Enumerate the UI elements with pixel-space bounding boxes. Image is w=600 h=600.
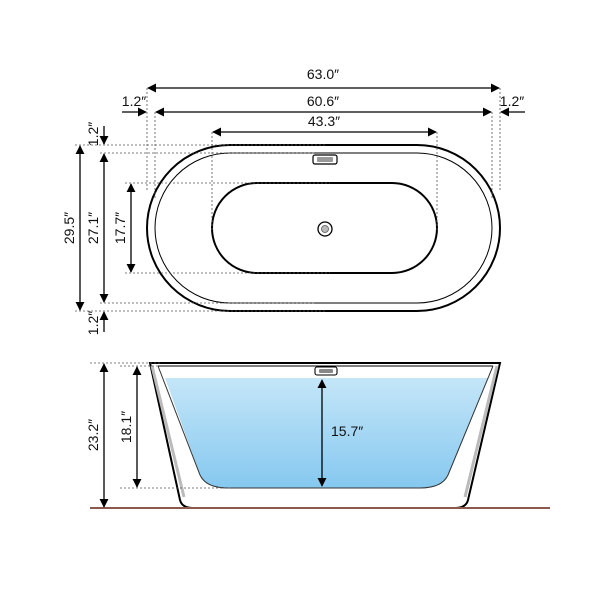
tub-inner-rim (154, 152, 493, 304)
overall-height-label: 23.2″ (85, 419, 101, 451)
overall-width-label: 29.5″ (61, 212, 77, 244)
right-wall-shade (463, 365, 499, 498)
bottom-length-label: 43.3″ (308, 113, 340, 129)
top-view: 63.0″ 60.6″ 1.2″ 1.2″ 43.3″ 29.5″ 27.1″ … (61, 66, 525, 335)
water-depth-label: 15.7″ (331, 423, 363, 439)
water-fill (165, 378, 488, 488)
side-overflow-slot-icon (319, 369, 333, 373)
inner-width-label: 27.1″ (85, 212, 101, 244)
overall-length-label: 63.0″ (307, 66, 339, 82)
inner-length-label: 60.6″ (307, 93, 339, 109)
side-view: 23.2″ 18.1″ 15.7″ (85, 362, 550, 509)
bottom-width-label: 17.7″ (112, 212, 128, 244)
drain-center-icon (321, 225, 329, 233)
overflow-slot-icon (317, 157, 333, 162)
left-wall-shade (150, 365, 186, 498)
interior-depth-label: 18.1″ (118, 411, 134, 443)
tub-inner-profile (157, 365, 494, 489)
top-rim-label: 1.2″ (85, 122, 101, 146)
bottom-rim-label: 1.2″ (85, 311, 101, 335)
left-rim-label: 1.2″ (122, 93, 146, 109)
right-rim-label: 1.2″ (500, 93, 524, 109)
